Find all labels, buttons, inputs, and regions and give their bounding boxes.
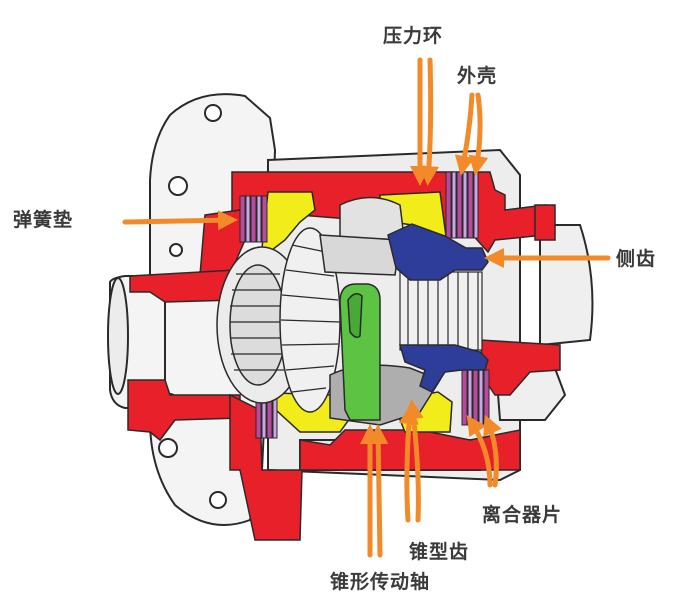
flange-bolts [158, 104, 227, 509]
label-bevel-gear: 锥型齿 [409, 541, 470, 563]
pointer-arrows [122, 57, 611, 558]
arrow-bevel-1 [398, 404, 419, 523]
arrow-bevel-2 [403, 399, 424, 523]
label-spring-washer: 弹簧垫 [13, 209, 74, 231]
left-side-gear [216, 227, 341, 413]
arrow-pressure-ring-2 [419, 57, 440, 186]
label-pressure-ring: 压力环 [383, 25, 444, 47]
arrow-spring-washer [122, 210, 238, 231]
label-clutch-plates: 离合器片 [482, 504, 563, 526]
label-side-gear: 侧齿 [616, 248, 657, 270]
label-housing: 外壳 [457, 65, 498, 87]
clutch-plates-upper-right [445, 171, 479, 239]
upper-pinion-gear [319, 196, 406, 276]
side-gear-section [387, 223, 489, 393]
arrow-housing-1 [454, 92, 475, 176]
arrow-clutch-2 [483, 414, 502, 488]
arrow-pinion-shaft-2 [368, 424, 389, 558]
label-pinion-shaft: 锥形传动轴 [330, 571, 431, 593]
right-spline-pack [399, 271, 483, 351]
clutch-plates-lower-right [461, 369, 490, 426]
clutch-plates-upper-left [239, 195, 268, 243]
arrow-housing-2 [468, 92, 489, 176]
pinion-shaft-section [339, 283, 381, 421]
arrow-clutch-1 [466, 415, 493, 488]
